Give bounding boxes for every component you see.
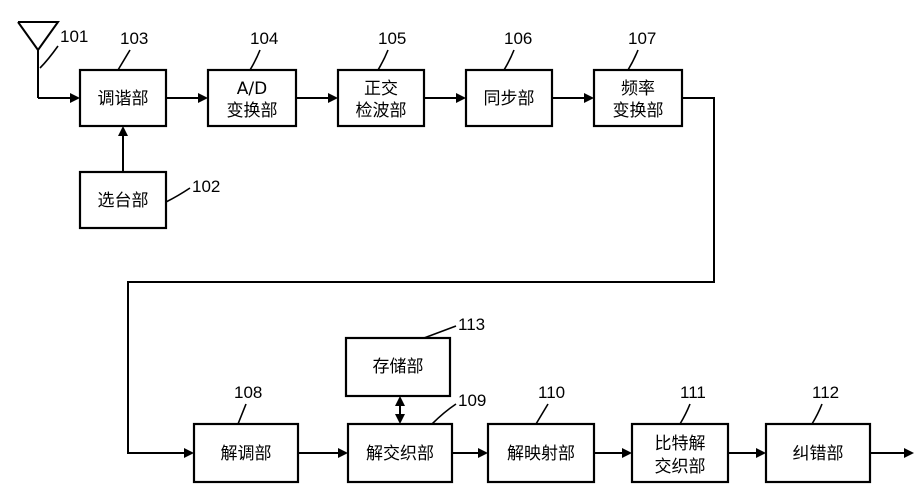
ad-converter-label-line1: A/D: [237, 79, 267, 99]
quadrature-detector-label-line1: 正交: [364, 79, 398, 99]
tuner-leader-line: [117, 49, 131, 71]
demodulator-ref-label: 108: [234, 383, 262, 402]
frequency-converter-leader-line: [627, 49, 639, 71]
demodulator-leader-line: [237, 403, 247, 425]
demapper-leader-line: [535, 403, 549, 425]
error-correction-block: 纠错部: [764, 422, 872, 484]
quadrature-detector-label-line2: 检波部: [356, 101, 407, 121]
quadrature-detector-block: 正交 检波部: [336, 68, 426, 128]
ad-converter-ref-label: 104: [250, 29, 278, 48]
frequency-converter-ref-label: 107: [628, 29, 656, 48]
tuner-block-label: 调谐部: [98, 89, 149, 109]
ad-converter-label-line2: 变换部: [227, 101, 278, 121]
error-correction-leader-line: [811, 403, 823, 425]
error-correction-ref-label: 112: [812, 383, 839, 402]
bit-deinterleaver-label-line1: 比特解: [655, 434, 706, 454]
demapper-ref-label: 110: [538, 383, 565, 402]
storage-ref-label: 113: [458, 315, 485, 334]
storage-block: 存储部: [344, 336, 452, 398]
antenna: 101: [17, 21, 88, 98]
demapper-label: 解映射部: [507, 444, 575, 464]
tuner-ref-label: 103: [120, 29, 148, 48]
deinterleaver-ref-label: 109: [458, 391, 486, 410]
sync-leader-line: [503, 49, 515, 71]
frequency-converter-block: 频率 变换部: [592, 68, 684, 128]
bit-deinterleaver-block: 比特解 交织部: [630, 422, 730, 484]
antenna-leader-line: [39, 45, 59, 69]
sync-block-label: 同步部: [484, 89, 535, 109]
deinterleaver-label: 解交织部: [366, 444, 434, 464]
demapper-block: 解映射部: [486, 422, 596, 484]
frequency-converter-label-line1: 频率: [621, 79, 655, 99]
bit-deinterleaver-leader-line: [679, 403, 691, 425]
demodulator-label: 解调部: [221, 444, 272, 464]
bit-deinterleaver-ref-label: 111: [680, 383, 706, 402]
tuner-block: 调谐部: [78, 68, 168, 128]
channel-selector-block: 选台部: [78, 170, 168, 230]
quadrature-detector-ref-label: 105: [378, 29, 406, 48]
frequency-converter-label-line2: 变换部: [613, 101, 664, 121]
demodulator-block: 解调部: [192, 422, 300, 484]
storage-block-label: 存储部: [373, 357, 424, 377]
sync-ref-label: 106: [504, 29, 532, 48]
antenna-ref-label: 101: [60, 27, 88, 46]
ad-converter-block: A/D 变换部: [206, 68, 298, 128]
bit-deinterleaver-label-line2: 交织部: [655, 457, 706, 477]
deinterleaver-leader-line: [431, 403, 457, 425]
error-correction-label: 纠错部: [793, 444, 844, 464]
quadrature-detector-leader-line: [377, 49, 389, 71]
connections: [38, 93, 914, 458]
ad-converter-leader-line: [249, 49, 261, 71]
channel-selector-ref-label: 102: [192, 177, 220, 196]
deinterleaver-block: 解交织部: [346, 422, 454, 484]
storage-leader-line: [423, 325, 457, 339]
channel-selector-label: 选台部: [98, 191, 149, 211]
channel-selector-leader-line: [165, 187, 191, 203]
sync-block: 同步部: [464, 68, 554, 128]
